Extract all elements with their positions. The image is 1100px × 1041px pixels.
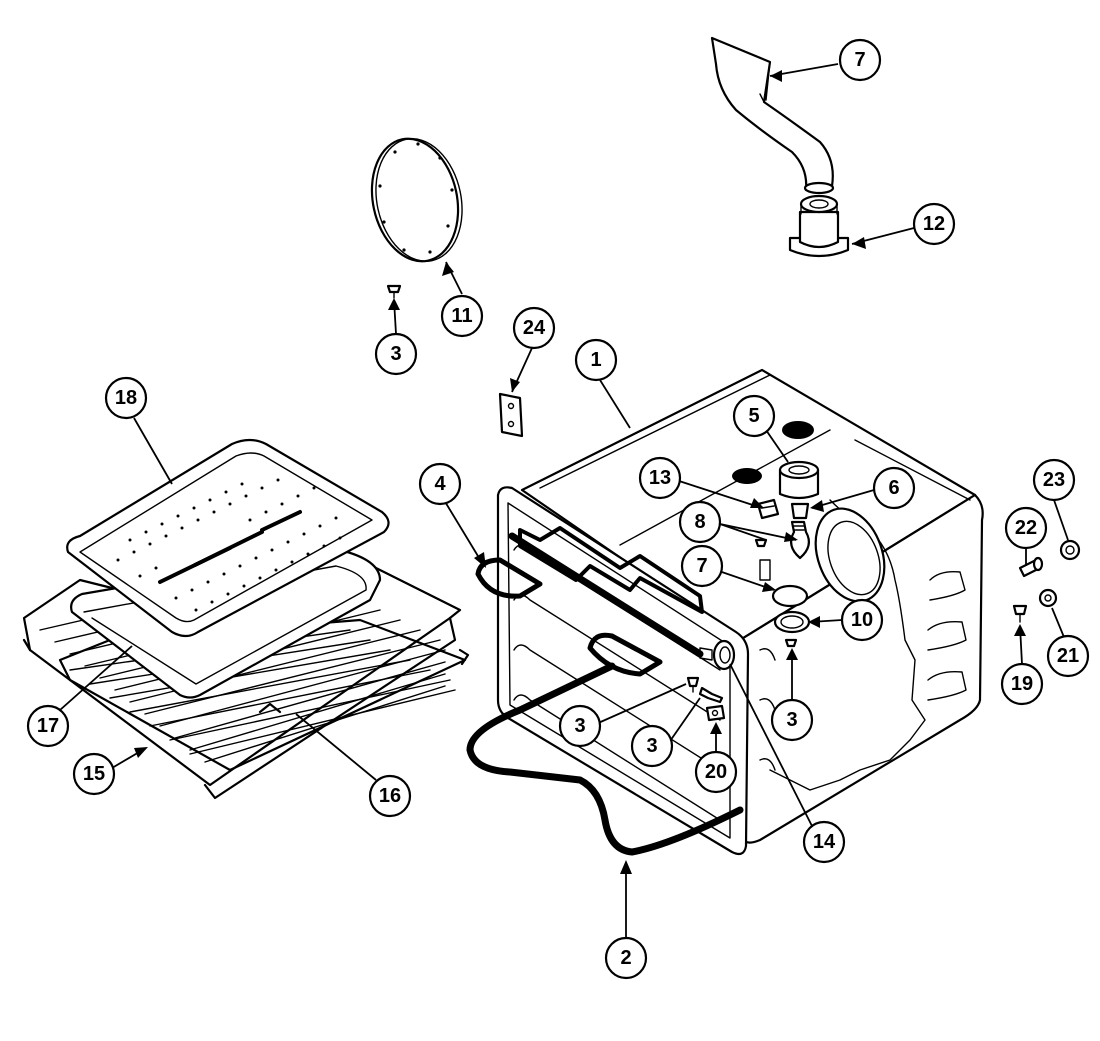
callout-24: 24 xyxy=(512,306,556,350)
callout-1: 1 xyxy=(574,338,618,382)
callout-20: 20 xyxy=(694,750,738,794)
lamp-lens-part xyxy=(771,584,809,608)
broil-element-part xyxy=(475,526,713,677)
clip-part xyxy=(756,498,780,520)
callout-4: 4 xyxy=(418,462,462,506)
svg-text:12: 12 xyxy=(923,213,945,235)
spacer-part xyxy=(1018,556,1044,578)
svg-text:1: 1 xyxy=(590,349,601,371)
svg-text:3: 3 xyxy=(390,343,401,365)
svg-text:10: 10 xyxy=(851,609,873,631)
screw-part xyxy=(686,676,724,704)
callout-3: 3 xyxy=(374,332,418,376)
svg-text:17: 17 xyxy=(37,715,59,737)
lamp-gasket-part xyxy=(773,610,811,634)
svg-text:11: 11 xyxy=(451,305,472,327)
callout-15: 15 xyxy=(72,752,116,796)
svg-text:22: 22 xyxy=(1015,517,1037,539)
svg-text:24: 24 xyxy=(523,317,546,339)
callout-10: 10 xyxy=(840,598,884,642)
svg-text:7: 7 xyxy=(854,49,865,71)
svg-text:3: 3 xyxy=(786,709,797,731)
callout-2: 2 xyxy=(604,936,648,980)
callout-12: 12 xyxy=(912,202,956,246)
svg-text:16: 16 xyxy=(379,785,401,807)
insert-slots xyxy=(158,510,302,584)
svg-text:18: 18 xyxy=(115,387,137,409)
hex-screw-part xyxy=(1012,604,1028,623)
svg-text:14: 14 xyxy=(813,831,836,853)
callout-9: 7 xyxy=(838,38,882,82)
terminal-block-part xyxy=(705,704,726,722)
round-cover-part xyxy=(370,137,463,263)
svg-text:20: 20 xyxy=(705,761,727,783)
callout-14: 14 xyxy=(802,820,846,864)
callout-21: 21 xyxy=(1046,634,1090,678)
svg-text:23: 23 xyxy=(1043,469,1065,491)
broiler-insert-part xyxy=(66,438,390,638)
svg-text:4: 4 xyxy=(434,473,446,495)
callout-7: 7 xyxy=(680,544,724,588)
oven-cavity-part xyxy=(496,368,984,856)
sensor-grommet-part xyxy=(712,639,736,671)
callout-19: 19 xyxy=(1000,662,1044,706)
callout-6: 6 xyxy=(872,466,916,510)
svg-text:6: 6 xyxy=(888,477,899,499)
svg-text:7: 7 xyxy=(696,555,707,577)
bake-element-part xyxy=(466,662,744,856)
callout-22: 22 xyxy=(1004,506,1048,550)
burner-base-part xyxy=(778,460,820,500)
callout-23: 23 xyxy=(1032,458,1076,502)
callout-18: 18 xyxy=(104,376,148,420)
svg-text:19: 19 xyxy=(1011,673,1033,695)
callout-16: 16 xyxy=(368,774,412,818)
callout-11: 11 xyxy=(440,294,484,338)
callout-13: 13 xyxy=(638,456,682,500)
callout-3: 3 xyxy=(558,704,602,748)
svg-text:8: 8 xyxy=(694,511,705,533)
svg-text:15: 15 xyxy=(83,763,105,785)
svg-text:3: 3 xyxy=(574,715,585,737)
svg-text:3: 3 xyxy=(646,735,657,757)
screw-part xyxy=(386,284,402,299)
screw-part xyxy=(754,538,798,648)
socket-part xyxy=(790,502,810,520)
leader-lines xyxy=(59,63,1069,940)
svg-text:2: 2 xyxy=(620,947,631,969)
knob-part xyxy=(1059,539,1081,561)
callout-8: 8 xyxy=(678,500,722,544)
callout-17: 17 xyxy=(26,704,70,748)
vent-duct-part xyxy=(710,36,835,195)
callout-3: 3 xyxy=(770,698,814,742)
vent-collar-part xyxy=(788,194,850,258)
nut-part xyxy=(1038,588,1058,608)
svg-text:5: 5 xyxy=(748,405,759,427)
svg-text:13: 13 xyxy=(649,467,671,489)
bracket-part xyxy=(498,392,524,438)
svg-text:21: 21 xyxy=(1057,645,1079,667)
callout-3: 3 xyxy=(630,724,674,768)
callout-5: 5 xyxy=(732,394,776,438)
